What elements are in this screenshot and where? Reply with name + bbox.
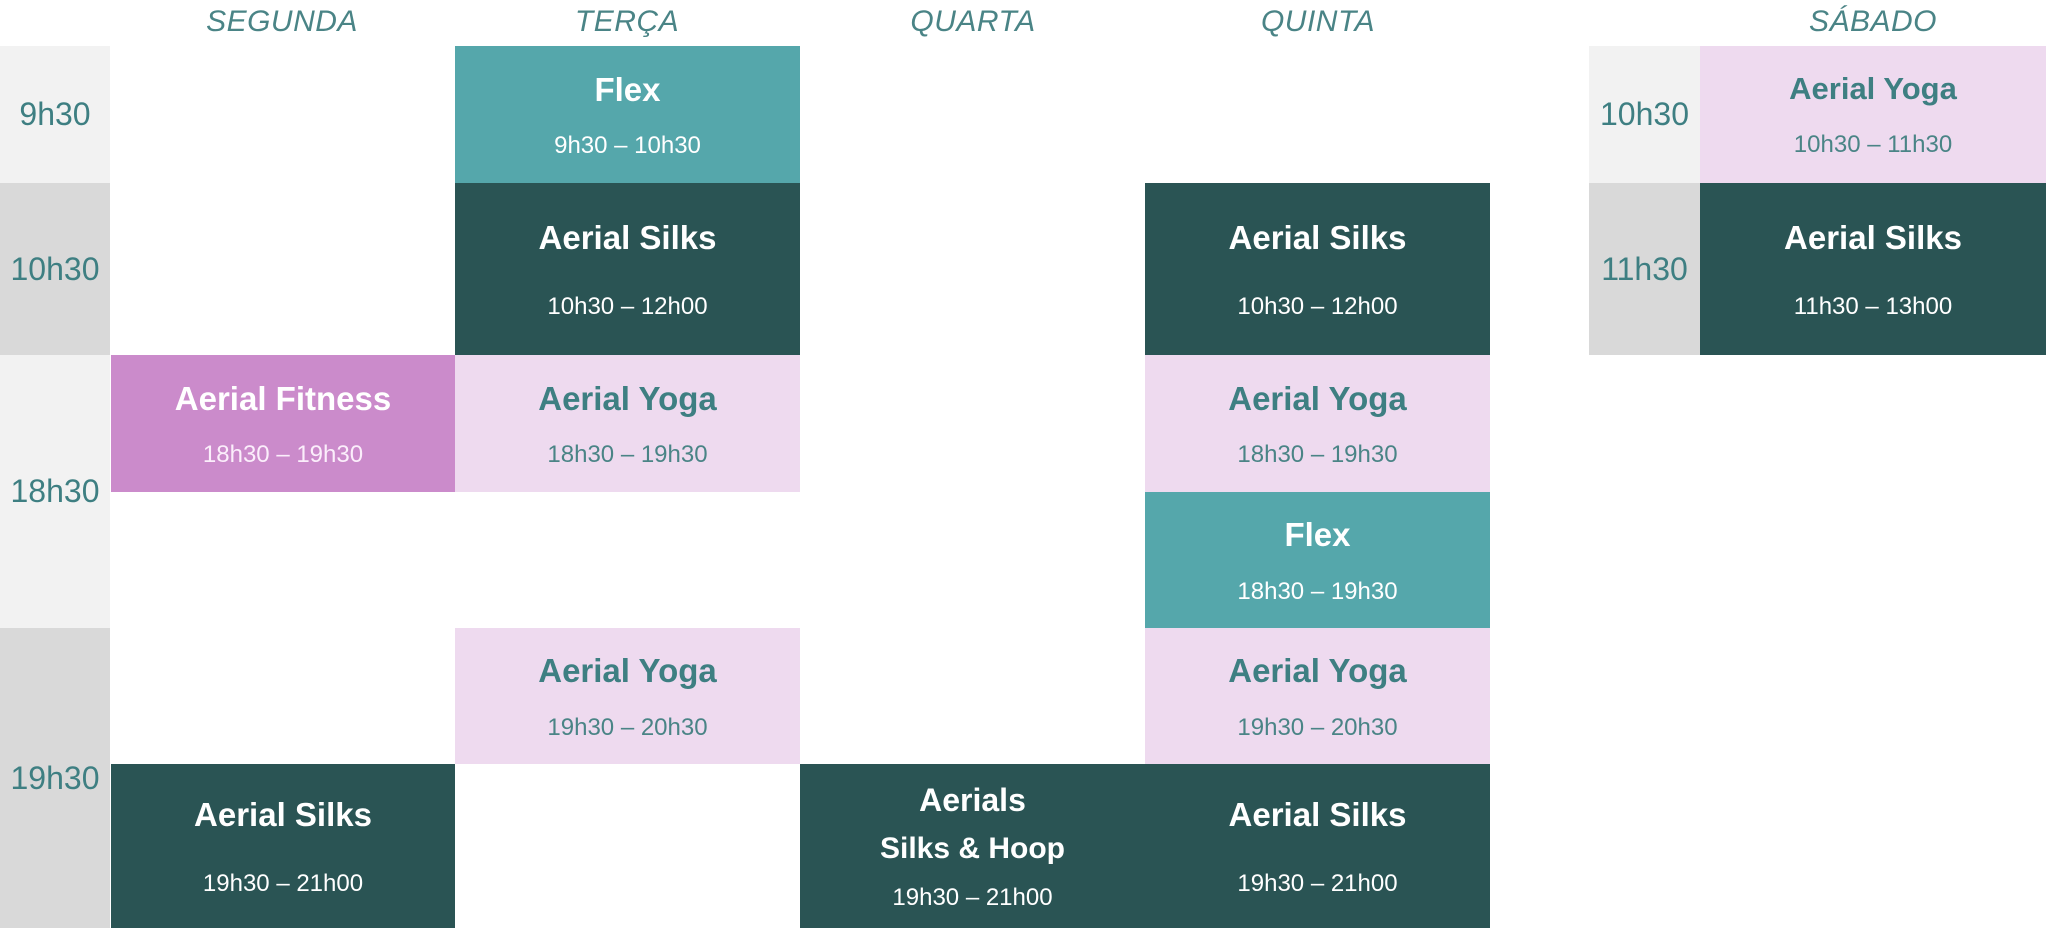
day-header-segunda: SEGUNDA — [206, 5, 358, 38]
class-name: Aerial Silks — [538, 219, 717, 257]
class-block-tuesday-aerial-silks[interactable]: Aerial Silks 10h30 – 12h00 — [455, 183, 800, 355]
class-block-thursday-aerial-silks-evening[interactable]: Aerial Silks 19h30 – 21h00 — [1145, 764, 1490, 928]
saturday-time-label-10h30: 10h30 — [1589, 46, 1700, 183]
class-name: Aerial Fitness — [174, 379, 392, 417]
class-time-range: 19h30 – 20h30 — [547, 713, 708, 741]
class-block-thursday-aerial-yoga-1830[interactable]: Aerial Yoga 18h30 – 19h30 — [1145, 355, 1490, 492]
class-name: Aerial Silks — [194, 796, 372, 834]
time-label-9h30: 9h30 — [0, 46, 110, 183]
class-name: Aerial Yoga — [1789, 71, 1957, 107]
class-block-thursday-aerial-yoga-1930[interactable]: Aerial Yoga 19h30 – 20h30 — [1145, 628, 1490, 764]
time-label-10h30: 10h30 — [0, 183, 110, 355]
class-name: Aerial Silks — [1228, 796, 1407, 834]
class-block-saturday-aerial-yoga[interactable]: Aerial Yoga 10h30 – 11h30 — [1700, 46, 2046, 183]
class-block-wednesday-aerials[interactable]: Aerials Silks & Hoop 19h30 – 21h00 — [800, 764, 1145, 928]
class-subtitle: Silks & Hoop — [879, 832, 1066, 866]
day-header-quinta: QUINTA — [1260, 5, 1376, 38]
class-time-range: 18h30 – 19h30 — [547, 441, 708, 469]
class-time-range: 10h30 – 11h30 — [1793, 130, 1953, 158]
class-block-tuesday-flex[interactable]: Flex 9h30 – 10h30 — [455, 46, 800, 183]
day-header-quarta: QUARTA — [910, 5, 1036, 38]
class-block-tuesday-aerial-yoga-1830[interactable]: Aerial Yoga 18h30 – 19h30 — [455, 355, 800, 492]
class-block-thursday-aerial-silks-morning[interactable]: Aerial Silks 10h30 – 12h00 — [1145, 183, 1490, 355]
day-header-sabado: SÁBADO — [1808, 5, 1938, 38]
saturday-time-label-11h30: 11h30 — [1589, 183, 1700, 355]
class-block-monday-aerial-fitness[interactable]: Aerial Fitness 18h30 – 19h30 — [111, 355, 455, 492]
time-label-18h30: 18h30 — [0, 355, 110, 628]
class-time-range: 10h30 – 12h00 — [1237, 292, 1398, 320]
class-name: Flex — [1284, 516, 1351, 554]
class-name: Flex — [594, 70, 661, 108]
class-name: Aerial Silks — [1784, 219, 1962, 257]
class-time-range: 19h30 – 20h30 — [1237, 713, 1398, 741]
class-block-thursday-flex[interactable]: Flex 18h30 – 19h30 — [1145, 492, 1490, 628]
class-name: Aerial Yoga — [538, 379, 717, 417]
class-time-range: 19h30 – 21h00 — [892, 883, 1053, 911]
class-time-range: 18h30 – 19h30 — [202, 441, 364, 469]
class-time-range: 18h30 – 19h30 — [1237, 577, 1398, 605]
day-header-terca: TERÇA — [574, 5, 680, 38]
class-block-saturday-aerial-silks[interactable]: Aerial Silks 11h30 – 13h00 — [1700, 183, 2046, 355]
class-name: Aerial Silks — [1228, 219, 1407, 257]
class-block-monday-aerial-silks[interactable]: Aerial Silks 19h30 – 21h00 — [111, 764, 455, 928]
class-name: Aerial Yoga — [1228, 379, 1407, 417]
class-time-range: 19h30 – 21h00 — [202, 869, 364, 897]
class-name: Aerials — [919, 782, 1026, 819]
class-time-range: 19h30 – 21h00 — [1237, 869, 1398, 897]
class-time-range: 10h30 – 12h00 — [547, 292, 708, 320]
time-label-19h30: 19h30 — [0, 628, 110, 928]
class-time-range: 18h30 – 19h30 — [1237, 441, 1398, 469]
class-time-range: 9h30 – 10h30 — [554, 132, 701, 160]
class-block-tuesday-aerial-yoga-1930[interactable]: Aerial Yoga 19h30 – 20h30 — [455, 628, 800, 764]
class-name: Aerial Yoga — [538, 652, 717, 690]
class-time-range: 11h30 – 13h00 — [1793, 292, 1953, 320]
class-name: Aerial Yoga — [1228, 652, 1407, 690]
